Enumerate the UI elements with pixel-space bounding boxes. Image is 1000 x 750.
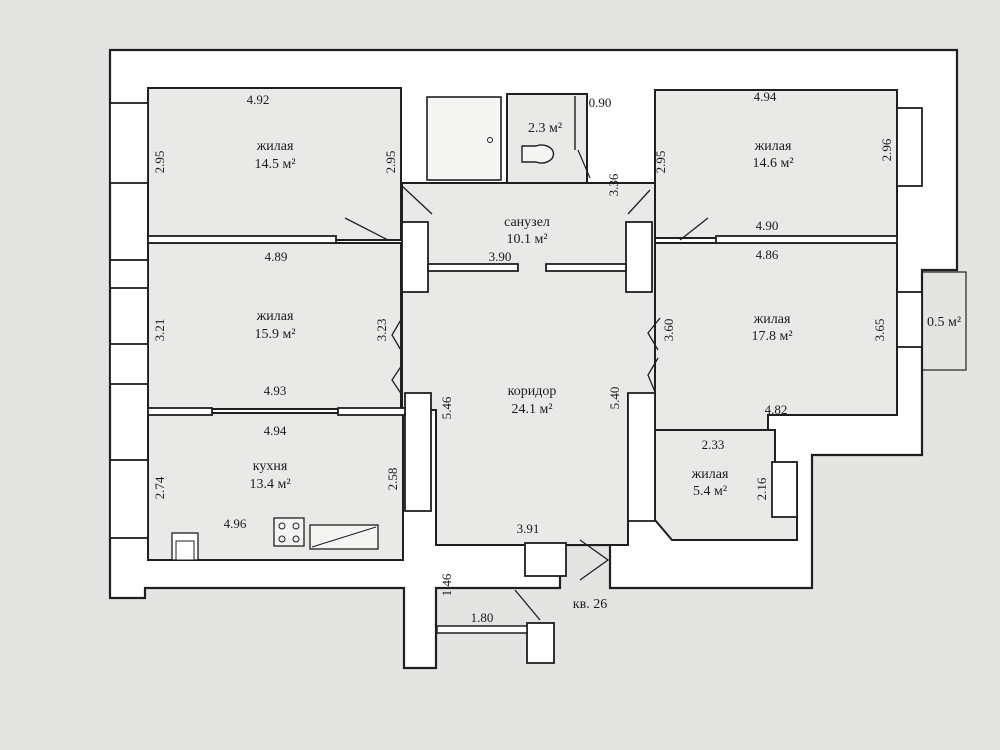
dimension: 5.40 (607, 387, 622, 410)
room-living-ml (147, 242, 402, 410)
dimension: 2.96 (879, 138, 894, 161)
dimension: 4.92 (247, 92, 270, 107)
dimension: 2.16 (754, 477, 769, 500)
room-area: 13.4 м² (249, 477, 290, 492)
dimension: 4.90 (756, 218, 779, 233)
dimension: 4.89 (265, 249, 288, 264)
room-bath-small (506, 93, 588, 190)
dimension: 3.65 (872, 319, 887, 342)
dimension: 3.21 (152, 319, 167, 342)
stair-block (526, 622, 555, 664)
dimension: 1.46 (439, 573, 454, 596)
room-living-tl (147, 87, 402, 241)
dimension: 3.91 (517, 521, 540, 536)
dimension: 1.80 (471, 610, 494, 625)
room-area: 5.4 м² (693, 484, 727, 499)
dimension: 4.94 (754, 89, 777, 104)
dimension: 2.74 (152, 476, 167, 499)
balcony (921, 271, 967, 371)
room-area: 24.1 м² (511, 402, 552, 417)
dimension: 0.90 (589, 95, 612, 110)
dimension: 2.58 (385, 468, 400, 491)
room-name: коридор (508, 384, 557, 399)
room-name: жилая (256, 139, 294, 154)
room-name: жилая (754, 139, 792, 154)
room-area: 14.6 м² (752, 156, 793, 171)
apartment-label: кв. 26 (573, 597, 607, 612)
stove (273, 517, 305, 547)
dimension: 5.46 (439, 396, 454, 419)
room-area: 17.8 м² (751, 329, 792, 344)
room-name: жилая (256, 309, 294, 324)
dimension: 2.95 (653, 151, 668, 174)
dimension: 3.60 (661, 319, 676, 342)
room-name: жилая (753, 312, 791, 327)
dimension: 3.36 (606, 173, 621, 196)
dimension: 4.93 (264, 383, 287, 398)
room-name: кухня (253, 459, 288, 474)
dimension: 4.86 (756, 247, 779, 262)
dimension: 3.90 (489, 249, 512, 264)
room-area: 14.5 м² (254, 157, 295, 172)
room-name: санузел (504, 215, 550, 230)
dimension: 3.23 (374, 319, 389, 342)
shower-cabin (426, 96, 502, 181)
dimension: 2.33 (702, 437, 725, 452)
room-area: 2.3 м² (528, 121, 562, 136)
room-area: 0.5 м² (927, 315, 961, 330)
room-area: 15.9 м² (254, 327, 295, 342)
dimension: 2.95 (383, 151, 398, 174)
dimension: 4.82 (765, 402, 788, 417)
room-area: 10.1 м² (506, 232, 547, 247)
room-name: жилая (691, 467, 729, 482)
dimension: 4.96 (224, 516, 247, 531)
dimension: 4.94 (264, 423, 287, 438)
entry-block (524, 542, 567, 577)
dimension: 2.95 (152, 151, 167, 174)
toilet (521, 144, 555, 164)
